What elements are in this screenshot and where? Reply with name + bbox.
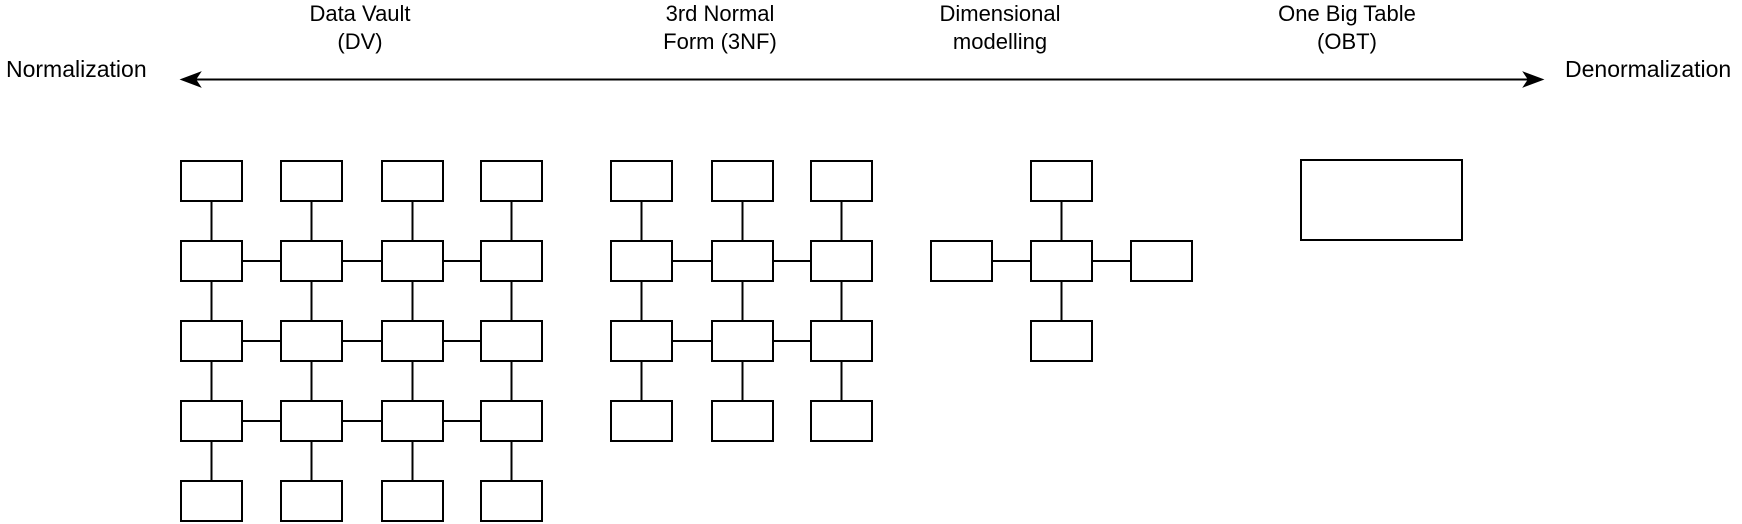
third-normal-form-diagram [610, 160, 873, 442]
table-box [1300, 159, 1463, 241]
table-box [180, 320, 243, 362]
method-label-dimensional: Dimensional modelling [939, 0, 1060, 56]
table-box [480, 400, 543, 442]
method-label-line2: (DV) [337, 29, 383, 54]
data-vault-diagram [180, 160, 543, 522]
method-label-line1: One Big Table [1278, 1, 1416, 26]
table-box [810, 320, 873, 362]
method-label-data-vault: Data Vault (DV) [309, 0, 410, 56]
dimensional-star-diagram [930, 160, 1193, 362]
table-box [1030, 240, 1093, 282]
method-label-obt: One Big Table (OBT) [1278, 0, 1416, 56]
table-box [381, 240, 444, 282]
table-box [381, 160, 444, 202]
arrowhead-right-icon [1522, 71, 1545, 88]
table-box [610, 240, 673, 282]
one-big-table-diagram [1300, 159, 1463, 241]
method-label-line1: Data Vault [309, 1, 411, 26]
table-box [480, 160, 543, 202]
table-box [610, 400, 673, 442]
table-box [180, 480, 243, 522]
table-box [1030, 160, 1093, 202]
table-box [180, 160, 243, 202]
method-label-line1: Dimensional [939, 1, 1061, 26]
table-box [480, 320, 543, 362]
table-box [711, 400, 774, 442]
table-box [180, 400, 243, 442]
table-box [810, 160, 873, 202]
method-label-line1: 3rd Normal [665, 1, 775, 26]
table-box [1130, 240, 1193, 282]
table-box [610, 320, 673, 362]
table-box [180, 240, 243, 282]
normalization-axis-arrow [179, 71, 1545, 88]
table-box [930, 240, 993, 282]
schema-diagrams-layer [180, 159, 1463, 522]
table-box [381, 400, 444, 442]
table-box [480, 240, 543, 282]
table-box [810, 400, 873, 442]
table-box [711, 240, 774, 282]
table-box [711, 160, 774, 202]
table-box [1030, 320, 1093, 362]
table-box [480, 480, 543, 522]
table-box [610, 160, 673, 202]
normalization-label: Normalization [6, 56, 147, 82]
method-label-line2: (OBT) [1317, 29, 1377, 54]
table-box [280, 320, 343, 362]
arrowhead-left-icon [179, 71, 202, 88]
table-box [280, 400, 343, 442]
table-box [280, 480, 343, 522]
table-box [280, 160, 343, 202]
denormalization-label: Denormalization [1565, 56, 1732, 82]
method-label-line2: modelling [952, 29, 1048, 54]
method-label-line2: Form (3NF) [663, 29, 777, 54]
table-box [711, 320, 774, 362]
table-box [280, 240, 343, 282]
table-box [810, 240, 873, 282]
method-label-3nf: 3rd Normal Form (3NF) [663, 0, 777, 56]
table-box [381, 480, 444, 522]
table-box [381, 320, 444, 362]
